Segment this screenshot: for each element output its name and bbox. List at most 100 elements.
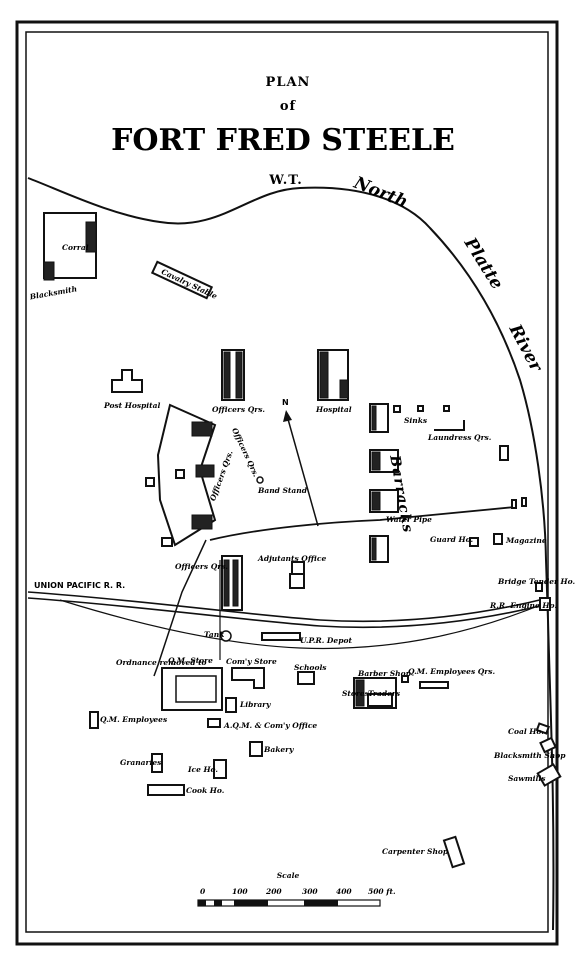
- cavalry-stable: [150, 260, 214, 300]
- band-stand: [256, 476, 264, 484]
- scale-tick-0: 0: [200, 887, 206, 896]
- rr-engine-ho: [539, 597, 551, 611]
- granaries: [151, 753, 163, 773]
- scale-ticks: 0 100 200 300 400 500 ft.: [200, 887, 396, 896]
- qm-employees-qrs-1: [401, 675, 409, 683]
- label-qm-employees-left: Q.M. Employees: [100, 715, 168, 724]
- label-cook-ho: Cook Ho.: [186, 786, 225, 795]
- label-bakery: Bakery: [263, 745, 294, 754]
- barracks-1: [369, 403, 389, 433]
- title-plan: PLAN: [266, 75, 311, 90]
- blacksmith-shop: [539, 736, 557, 754]
- guard-house: [469, 537, 479, 547]
- railroad: [27, 591, 549, 650]
- label-bridge-tender-ho: Bridge Tender Ho.: [497, 577, 575, 586]
- label-officers-qrs-lower: Officers Qrs.: [175, 562, 228, 571]
- bakery: [249, 741, 263, 757]
- depot-building: [261, 632, 301, 641]
- officers-quarters-lower: [221, 555, 243, 611]
- label-rr-engine-ho: R.R. Engine Ho.: [489, 601, 557, 610]
- label-schools: Schools: [294, 663, 327, 672]
- outer-frame: [15, 20, 559, 946]
- adjutants-office-1: [291, 561, 305, 575]
- scale-tick-200: 200: [265, 887, 282, 896]
- label-ordnance-removed: Ordnance removed to: [116, 658, 207, 667]
- compass-label: N: [282, 398, 289, 407]
- label-laundress-qrs: Laundress Qrs.: [427, 433, 492, 442]
- label-coal-ho: Coal Ho.: [508, 727, 544, 736]
- river-bank: [27, 177, 555, 931]
- qm-employees-qrs-2: [419, 681, 449, 689]
- label-tank: Tank: [204, 630, 224, 639]
- label-sawmills: Sawmills: [508, 774, 546, 783]
- scale-title: Scale: [277, 871, 300, 880]
- water-tank: [220, 630, 232, 642]
- comsy-store: [231, 667, 265, 689]
- schools: [297, 671, 315, 685]
- label-magazine: Magazine: [505, 536, 547, 545]
- label-guard-ho: Guard Ho.: [430, 535, 473, 544]
- label-depot: U.P.R. Depot: [300, 636, 352, 645]
- officers-quarters-top: [221, 349, 245, 401]
- carpenter-shop: [442, 835, 466, 869]
- title-fort-name: FORT FRED STEELE: [111, 123, 455, 158]
- scale-tick-400: 400: [336, 887, 352, 896]
- label-adjutants-office: Adjutants Office: [257, 554, 326, 563]
- river-label-river: River: [504, 320, 546, 376]
- laundress-qrs-1: [417, 405, 424, 412]
- label-qm-store: Q.M. Store: [168, 656, 213, 665]
- corral: [43, 212, 97, 281]
- qm-store: [161, 667, 223, 711]
- road-diagonal: [153, 539, 207, 677]
- label-stores: Stores: [342, 689, 370, 698]
- label-officers-qrs-curve: Officers Qrs.: [230, 426, 261, 478]
- adjutants-office-2: [289, 573, 305, 589]
- label-qm-employees-qrs: Q.M. Employees Qrs.: [408, 667, 495, 676]
- small-building-east: [499, 445, 509, 461]
- label-aqm-office: A.Q.M. & Com'y Office: [223, 721, 317, 730]
- barracks-2: [369, 449, 399, 473]
- river-label-north: North: [350, 173, 410, 213]
- traders-complex: [353, 677, 397, 709]
- coal-ho: [535, 722, 551, 735]
- library: [225, 697, 237, 713]
- label-officers-qrs-top: Officers Qrs.: [212, 405, 265, 414]
- title-of: of: [280, 99, 297, 114]
- label-granaries: Granaries: [120, 758, 162, 767]
- label-carpenter-shop: Carpenter Shop: [382, 847, 449, 856]
- magazine: [493, 533, 503, 545]
- water-pipe: [209, 506, 516, 541]
- pipe-end-1: [511, 499, 517, 509]
- post-hospital: [111, 369, 143, 393]
- label-corral: Corral: [62, 243, 89, 252]
- qm-employees-left: [89, 711, 99, 729]
- sinks-building: [393, 405, 401, 413]
- label-cavalry-stable: Cavalry Stable: [160, 267, 219, 301]
- inner-frame: [25, 31, 549, 933]
- pipe-end-2: [521, 497, 527, 507]
- aqm-office: [207, 718, 221, 728]
- river-label-platte: Platte: [459, 233, 507, 293]
- label-hospital: Hospital: [315, 405, 352, 414]
- label-water-pipe: Water Pipe: [386, 515, 432, 524]
- scale-tick-100: 100: [232, 887, 248, 896]
- officers-quarters-curve: [145, 403, 217, 547]
- label-railroad: UNION PACIFIC R. R.: [34, 581, 125, 590]
- label-blacksmith-shop: Blacksmith Shop: [493, 751, 566, 760]
- label-ice-ho: Ice Ho.: [187, 765, 218, 774]
- label-comsy-store: Com'y Store: [226, 657, 277, 666]
- label-library: Library: [239, 700, 271, 709]
- scale-tick-300: 300: [302, 887, 318, 896]
- bridge-tender-ho: [535, 582, 543, 592]
- scale-bar: [197, 899, 381, 907]
- barracks-3: [369, 489, 399, 513]
- cook-ho: [147, 784, 185, 796]
- label-post-hospital: Post Hospital: [103, 401, 160, 410]
- laundress-qrs-2: [443, 405, 450, 412]
- laundress-qrs-building: [434, 420, 465, 431]
- barracks-4: [369, 535, 389, 563]
- sawmills: [536, 763, 562, 787]
- label-barber-shop: Barber Shop: [357, 669, 412, 678]
- label-blacksmith: Blacksmith: [28, 284, 78, 301]
